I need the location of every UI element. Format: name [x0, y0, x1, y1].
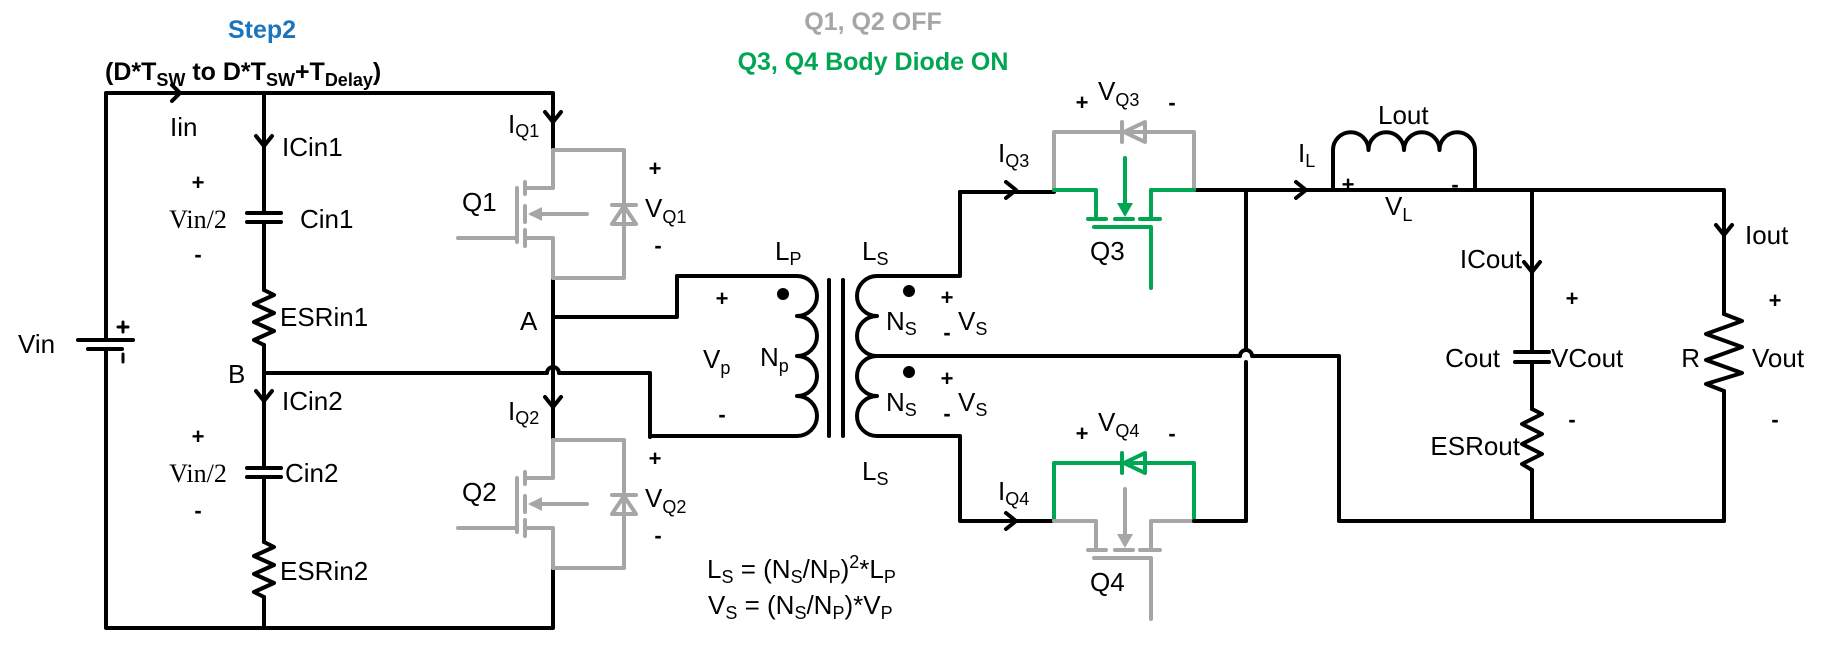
- lout-label: Lout: [1378, 100, 1429, 130]
- vs-top-plus: +: [941, 285, 954, 310]
- vcout-label: VCout: [1551, 343, 1624, 373]
- iout-label: Iout: [1745, 220, 1789, 250]
- cin2-voltage-label: Vin/2: [169, 459, 227, 488]
- vl-minus: -: [1451, 172, 1458, 197]
- cin1-voltage-label: Vin/2: [169, 205, 227, 234]
- cin2-label: Cin2: [285, 458, 338, 488]
- q3-mosfet-icon: [1052, 120, 1196, 290]
- vcout-minus: -: [1568, 407, 1575, 432]
- cin1-capacitor-icon: [245, 211, 283, 224]
- icin2-arrow-icon: [254, 389, 274, 403]
- esrout-label: ESRout: [1430, 431, 1520, 461]
- q1-label: Q1: [462, 187, 497, 217]
- step-interval: (D*TSW to D*TSW+TDelay): [105, 58, 381, 90]
- iq3-arrow-icon: [1004, 180, 1018, 200]
- np-label: Np: [760, 342, 789, 376]
- icout-arrow-icon: [1522, 260, 1542, 274]
- q3-label: Q3: [1090, 236, 1125, 266]
- vl-label: VL: [1385, 191, 1412, 225]
- ls-top-label: LS: [862, 236, 888, 269]
- vq3-minus: -: [1168, 90, 1175, 115]
- vp-minus: -: [718, 402, 725, 427]
- vout-plus: +: [1769, 288, 1782, 313]
- vq2-label: VQ2: [645, 483, 686, 517]
- iout-arrow-icon: [1714, 223, 1734, 237]
- formula-ls: LS = (NS/NP)2*LP: [707, 552, 896, 587]
- vq1-plus: +: [649, 156, 662, 181]
- vq4-plus: +: [1076, 421, 1089, 446]
- vq2-minus: -: [654, 523, 661, 548]
- vs-bottom-minus: -: [943, 401, 950, 426]
- vcout-plus: +: [1566, 286, 1579, 311]
- q1-mosfet-icon: [456, 148, 638, 280]
- ns-bottom-label: NS: [886, 387, 917, 420]
- vs-top-minus: -: [943, 320, 950, 345]
- iq3-label: IQ3: [998, 138, 1029, 171]
- q2-mosfet-icon: [456, 438, 638, 570]
- icin1-arrow-icon: [254, 134, 274, 148]
- lout-inductor-icon: [1331, 130, 1477, 192]
- vs-bottom-label: VS: [958, 387, 987, 420]
- cout-label: Cout: [1445, 343, 1501, 373]
- vq2-plus: +: [649, 446, 662, 471]
- vq1-label: VQ1: [645, 193, 686, 227]
- vout-label: Vout: [1752, 343, 1805, 373]
- il-label: IL: [1298, 138, 1315, 171]
- vq4-label: VQ4: [1098, 407, 1139, 441]
- status-q1-q2-off: Q1, Q2 OFF: [804, 8, 942, 36]
- icin1-label: ICin1: [282, 132, 343, 162]
- iq1-arrow-icon: [543, 110, 563, 124]
- esrin2-resistor-icon: [252, 540, 276, 599]
- cin1-plus: +: [192, 170, 205, 195]
- esrin2-label: ESRin2: [280, 556, 368, 586]
- esrout-resistor-icon: [1520, 407, 1544, 472]
- esrin1-label: ESRin1: [280, 302, 368, 332]
- vout-minus: -: [1771, 407, 1778, 432]
- vq1-minus: -: [654, 233, 661, 258]
- il-arrow-icon: [1294, 180, 1308, 200]
- vl-plus: +: [1342, 172, 1355, 197]
- q2-label: Q2: [462, 477, 497, 507]
- vin-battery-icon: [76, 320, 135, 364]
- iin-label: Iin: [170, 112, 197, 142]
- icout-label: ICout: [1460, 244, 1523, 274]
- vq4-minus: -: [1168, 421, 1175, 446]
- ls-bottom-label: LS: [862, 456, 888, 489]
- iin-arrow-icon: [170, 83, 182, 103]
- iq4-arrow-icon: [1004, 511, 1018, 531]
- node-b-label: B: [228, 359, 245, 389]
- vs-bottom-plus: +: [941, 366, 954, 391]
- ns-top-label: NS: [886, 306, 917, 339]
- icin2-label: ICin2: [282, 386, 343, 416]
- iq1-label: IQ1: [508, 109, 539, 141]
- formula-vs: VS = (NS/NP)*VP: [708, 590, 893, 623]
- cin1-label: Cin1: [300, 204, 353, 234]
- status-q3-q4-diode-on: Q3, Q4 Body Diode ON: [738, 48, 1009, 76]
- vq3-plus: +: [1076, 90, 1089, 115]
- node-a-label: A: [520, 306, 538, 336]
- vq3-label: VQ3: [1098, 76, 1139, 110]
- vs-top-label: VS: [958, 306, 987, 339]
- cout-capacitor-icon: [1513, 350, 1551, 364]
- r-label: R: [1681, 343, 1700, 373]
- step-title: Step2: [228, 16, 296, 44]
- cin2-capacitor-icon: [245, 466, 283, 479]
- vin-label: Vin: [18, 329, 55, 359]
- q4-label: Q4: [1090, 567, 1125, 597]
- esrin1-resistor-icon: [252, 288, 276, 347]
- r-resistor-icon: [1704, 312, 1744, 393]
- q4-mosfet-icon: [1052, 451, 1196, 621]
- cin2-minus: -: [194, 498, 201, 523]
- cin2-plus: +: [192, 424, 205, 449]
- lp-label: LP: [775, 236, 801, 269]
- iq2-label: IQ2: [508, 396, 539, 428]
- vp-label: Vp: [703, 344, 730, 378]
- iq4-label: IQ4: [998, 476, 1029, 509]
- vp-plus: +: [716, 286, 729, 311]
- iq2-arrow-icon: [543, 395, 563, 409]
- cin1-minus: -: [194, 242, 201, 267]
